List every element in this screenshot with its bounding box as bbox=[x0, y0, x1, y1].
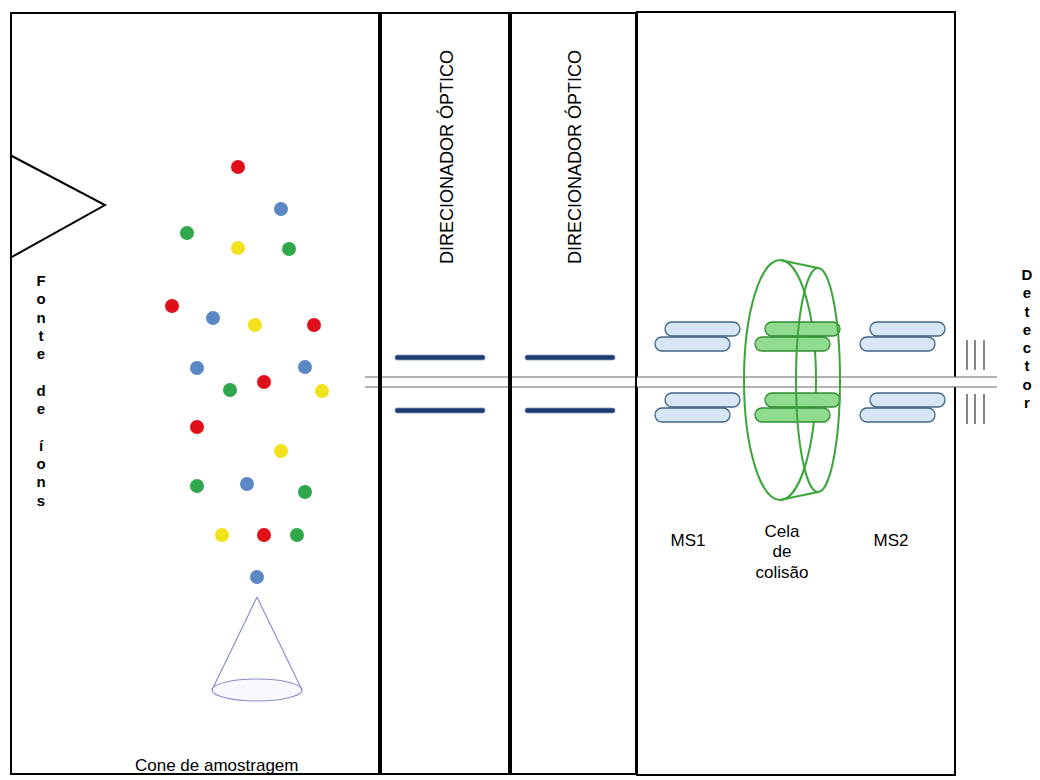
ion-dot bbox=[257, 528, 271, 542]
lens-plate bbox=[525, 355, 615, 360]
ion-dot bbox=[307, 318, 321, 332]
collision-rod bbox=[755, 408, 830, 422]
ion-dot bbox=[215, 528, 229, 542]
source-label: Fonte de íons bbox=[34, 272, 48, 510]
ion-dot bbox=[190, 420, 204, 434]
ion-dot bbox=[274, 202, 288, 216]
optics-label: DIRECIONADOR ÓPTICO bbox=[437, 50, 458, 264]
ion-dot bbox=[290, 528, 304, 542]
sampling-cone bbox=[212, 597, 302, 690]
detector-plate bbox=[974, 340, 975, 370]
quadrupole-rod bbox=[655, 408, 730, 422]
quadrupole-rod bbox=[665, 322, 740, 336]
detector-plate bbox=[983, 340, 984, 370]
lens-plate bbox=[395, 408, 485, 413]
ion-dot bbox=[282, 242, 296, 256]
collision-rod bbox=[755, 337, 830, 351]
part-label: Cela de colisão bbox=[754, 522, 811, 583]
ion-dot bbox=[298, 485, 312, 499]
ion-dot bbox=[240, 477, 254, 491]
ion-dot bbox=[257, 375, 271, 389]
ion-dot bbox=[298, 360, 312, 374]
ion-dot bbox=[248, 318, 262, 332]
lens-plate bbox=[395, 355, 485, 360]
ion-dot bbox=[315, 384, 329, 398]
collision-rod bbox=[765, 322, 840, 336]
collision-cell bbox=[744, 260, 816, 500]
ion-dot bbox=[223, 383, 237, 397]
collision-cell bbox=[780, 260, 818, 500]
cone-label: Cone de amostragem bbox=[135, 756, 298, 776]
ion-dot bbox=[231, 241, 245, 255]
ion-dot bbox=[206, 311, 220, 325]
ion-dot bbox=[250, 570, 264, 584]
ion-beam bbox=[365, 377, 997, 378]
ion-dot bbox=[180, 226, 194, 240]
part-label: MS1 bbox=[671, 531, 706, 551]
detector-plate bbox=[966, 340, 967, 370]
detector-label: Detector bbox=[1020, 266, 1034, 412]
sampling-cone bbox=[212, 679, 302, 701]
plasma-torch bbox=[10, 155, 105, 258]
part-label: MS2 bbox=[874, 531, 909, 551]
ion-dot bbox=[231, 160, 245, 174]
ion-dot bbox=[165, 299, 179, 313]
optics-label: DIRECIONADOR ÓPTICO bbox=[565, 50, 586, 264]
analyzer-chamber bbox=[637, 12, 955, 775]
quadrupole-rod bbox=[870, 322, 945, 336]
collision-cell bbox=[796, 268, 840, 492]
quadrupole-rod bbox=[860, 337, 935, 351]
detector-plate bbox=[983, 394, 984, 424]
beam-ground bbox=[365, 377, 997, 387]
collision-rod bbox=[765, 393, 840, 407]
lens-plate bbox=[525, 408, 615, 413]
optics-chamber: DIRECIONADOR ÓPTICO bbox=[510, 12, 637, 775]
ion-dot bbox=[274, 444, 288, 458]
quadrupole-rod bbox=[655, 337, 730, 351]
ion-beam bbox=[365, 387, 997, 388]
ion-source-chamber: Fonte de íonsCone de amostragem bbox=[10, 12, 380, 775]
quadrupole-rod bbox=[870, 393, 945, 407]
quadrupole-rod bbox=[665, 393, 740, 407]
ion-dot bbox=[190, 361, 204, 375]
ion-dot bbox=[190, 479, 204, 493]
optics-chamber: DIRECIONADOR ÓPTICO bbox=[380, 12, 510, 775]
detector-plate bbox=[974, 394, 975, 424]
quadrupole-rod bbox=[860, 408, 935, 422]
detector-plate bbox=[966, 394, 967, 424]
